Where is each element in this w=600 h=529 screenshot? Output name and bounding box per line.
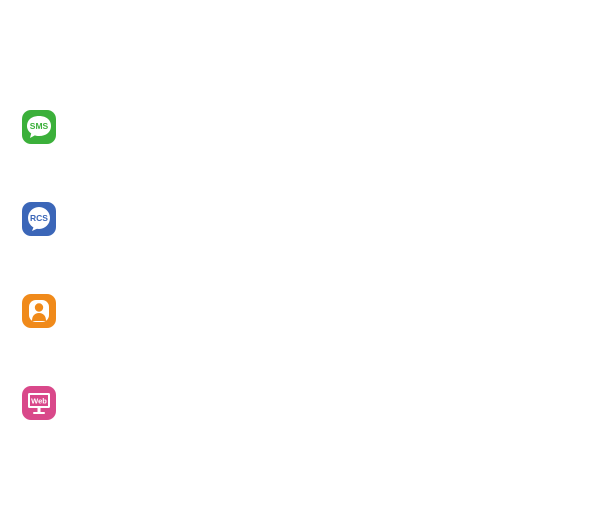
sms-icon-graphic: SMS bbox=[22, 110, 56, 144]
person-icon bbox=[22, 294, 56, 328]
sms-icon[interactable]: SMS bbox=[22, 110, 56, 144]
web-label: Web bbox=[31, 397, 47, 406]
contact-icon[interactable] bbox=[22, 294, 56, 328]
web-monitor-icon: Web bbox=[22, 386, 56, 420]
rcs-icon[interactable]: RCS bbox=[22, 202, 56, 236]
web-icon[interactable]: Web bbox=[22, 386, 56, 420]
rcs-label: RCS bbox=[30, 213, 48, 223]
sms-label: SMS bbox=[30, 121, 49, 131]
rcs-icon-graphic: RCS bbox=[22, 202, 56, 236]
